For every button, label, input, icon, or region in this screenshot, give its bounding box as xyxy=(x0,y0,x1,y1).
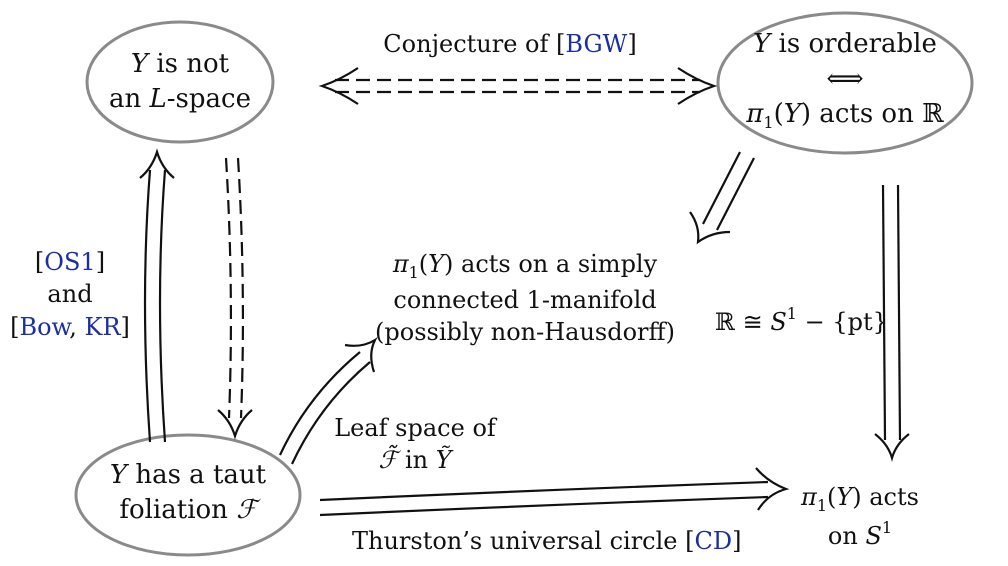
node-ellipse-not-lspace xyxy=(85,20,275,144)
node-circle: π1(Y) acts on S1 xyxy=(801,483,919,550)
node-manifold: π1(Y) acts on a simply connected 1-manif… xyxy=(375,250,675,346)
label-leaf-space: Leaf space of ℱ̃ in Ỹ xyxy=(334,414,496,475)
orderable-to-circle-arrow xyxy=(874,184,910,462)
label-real-circle: ℝ ≅ S1 − {pt} xyxy=(715,304,888,336)
label-conjecture: Conjecture of [BGW] xyxy=(383,30,637,58)
taut-to-manifold-arrow xyxy=(279,337,378,465)
node-ellipse-taut xyxy=(74,433,302,557)
node-orderable: Y is orderable ⟺ π1(Y) acts on ℝ xyxy=(725,27,965,134)
node-ellipse-orderable xyxy=(716,11,974,155)
foliation-symbol: ℱ xyxy=(236,495,257,526)
dashed-down-arrow xyxy=(217,157,253,440)
citation-kr[interactable]: KR xyxy=(84,312,121,341)
var-y: Y xyxy=(130,49,149,79)
orderable-to-manifold-arrow xyxy=(689,151,755,245)
citation-bgw[interactable]: BGW xyxy=(565,30,628,58)
label-os: [OS1] and [Bow, KR] xyxy=(10,248,130,341)
thurston-arrow xyxy=(319,467,790,517)
node-not-lspace: Y is not an L-space xyxy=(108,49,251,115)
conjecture-arrow xyxy=(318,67,718,105)
node-taut: Y has a taut foliation ℱ xyxy=(109,460,267,526)
citation-os1[interactable]: OS1 xyxy=(44,248,96,276)
citation-cd[interactable]: CD xyxy=(694,527,733,555)
os-up-arrow xyxy=(139,148,175,443)
citation-bow[interactable]: Bow xyxy=(19,312,70,341)
iff-symbol: ⟺ xyxy=(826,64,864,95)
label-thurston: Thurston’s universal circle [CD] xyxy=(352,527,742,555)
